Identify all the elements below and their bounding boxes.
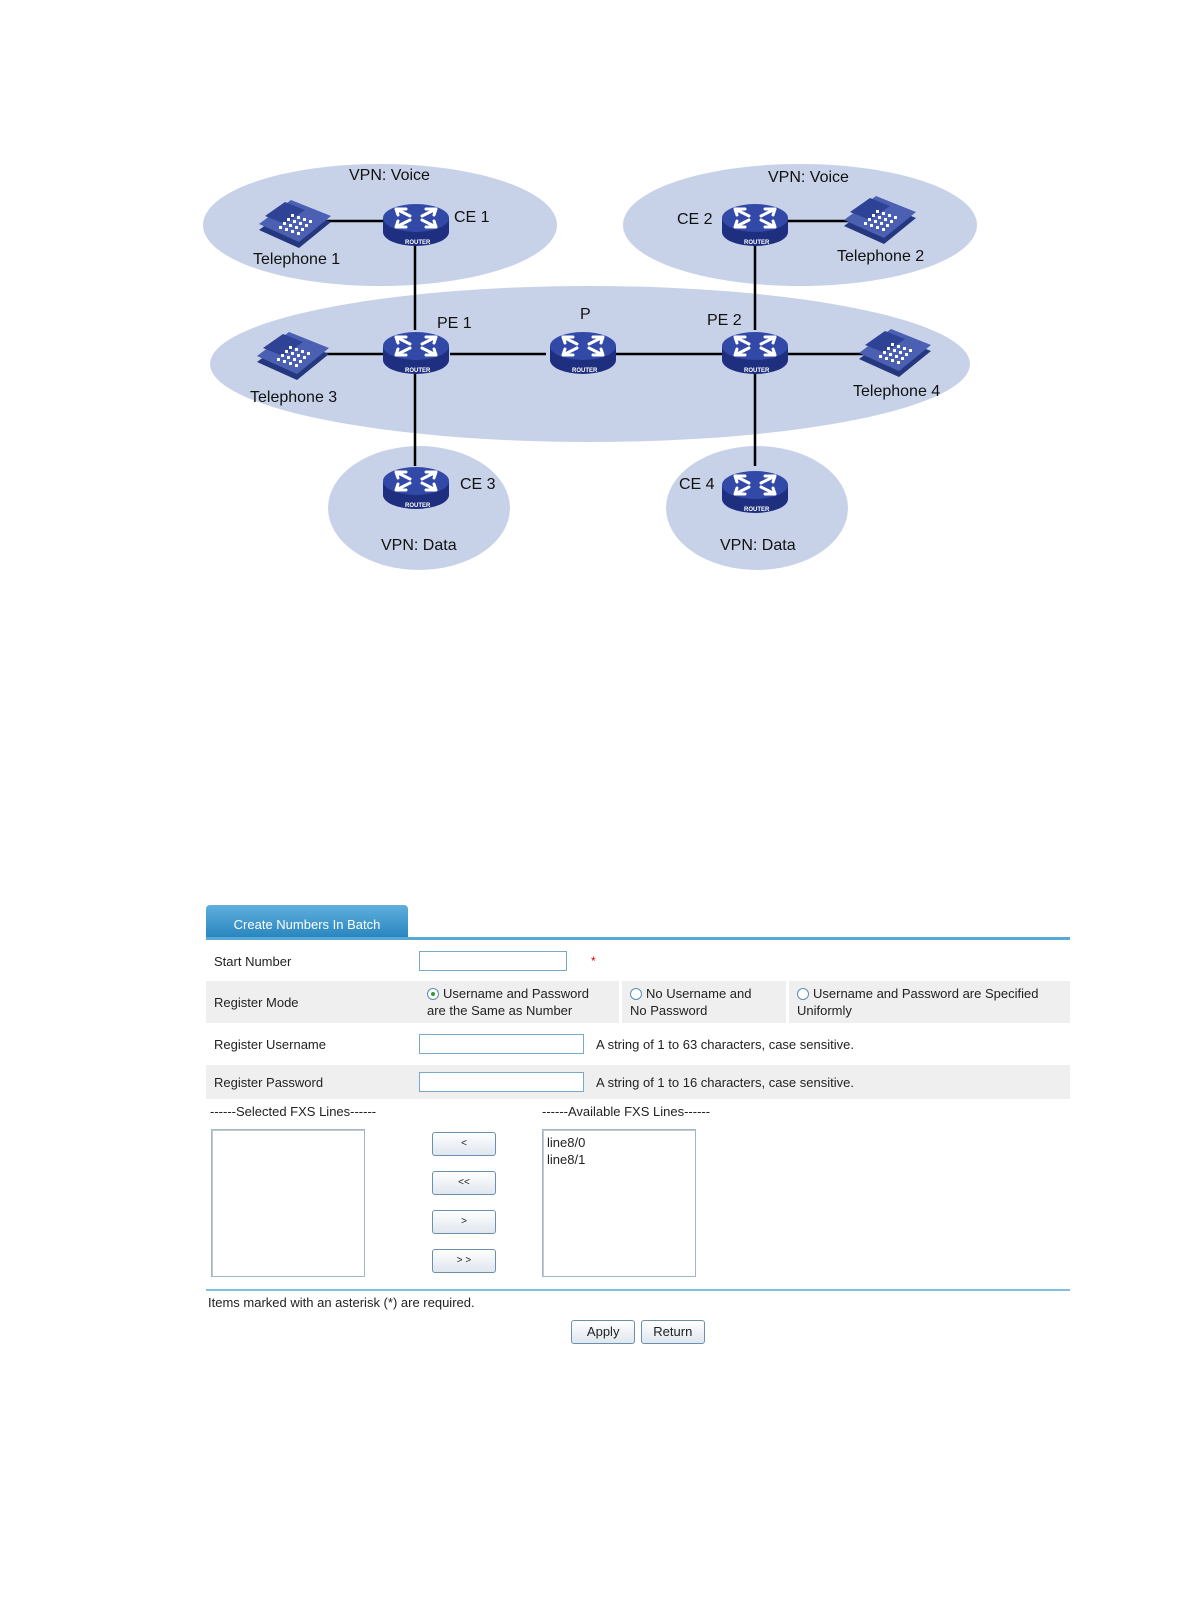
label-vpn-voice-right: VPN: Voice bbox=[768, 169, 849, 186]
label-ce4: CE 4 bbox=[679, 476, 715, 493]
start-number-label: Start Number bbox=[214, 953, 292, 969]
register-mode-option-same[interactable]: Username and Password are the Same as Nu… bbox=[419, 981, 619, 1023]
label-pe1: PE 1 bbox=[437, 315, 472, 332]
radio-unselected-icon[interactable] bbox=[630, 988, 642, 1000]
label-ce1: CE 1 bbox=[454, 209, 490, 226]
label-telephone-1: Telephone 1 bbox=[253, 251, 340, 268]
row-register-username: Register Username A string of 1 to 63 ch… bbox=[206, 1023, 1070, 1065]
router-pe1-icon: ROUTER bbox=[381, 330, 451, 376]
list-item[interactable]: line8/0 bbox=[547, 1135, 586, 1150]
svg-text:ROUTER: ROUTER bbox=[572, 368, 598, 374]
required-note: Items marked with an asterisk (*) are re… bbox=[208, 1295, 475, 1310]
svg-text:ROUTER: ROUTER bbox=[744, 507, 770, 513]
required-asterisk: * bbox=[591, 954, 596, 968]
label-ce2: CE 2 bbox=[677, 211, 713, 228]
register-username-hint: A string of 1 to 63 characters, case sen… bbox=[596, 1036, 854, 1052]
router-ce2-icon: ROUTER bbox=[720, 202, 790, 248]
svg-text:ROUTER: ROUTER bbox=[744, 368, 770, 374]
register-mode-option-uniform[interactable]: Username and Password are Specified Unif… bbox=[786, 981, 1070, 1023]
selected-lines-title: ------Selected FXS Lines------ bbox=[210, 1104, 377, 1119]
row-register-password: Register Password A string of 1 to 16 ch… bbox=[206, 1065, 1070, 1099]
router-ce4-icon: ROUTER bbox=[720, 469, 790, 515]
bottom-divider bbox=[206, 1289, 1070, 1291]
register-mode-option-none[interactable]: No Username and No Password bbox=[619, 981, 786, 1023]
label-p: P bbox=[580, 306, 591, 323]
option-same-line2: are the Same as Number bbox=[427, 1003, 573, 1018]
svg-text:ROUTER: ROUTER bbox=[405, 240, 431, 246]
label-telephone-4: Telephone 4 bbox=[853, 383, 940, 400]
register-username-input[interactable] bbox=[419, 1034, 584, 1054]
label-vpn-voice-left: VPN: Voice bbox=[349, 167, 430, 184]
available-lines-title: ------Available FXS Lines------ bbox=[542, 1104, 711, 1119]
start-number-input[interactable] bbox=[419, 951, 567, 971]
radio-unselected-icon[interactable] bbox=[797, 988, 809, 1000]
option-uniform-line1: Username and Password are Specified bbox=[813, 986, 1039, 1001]
cloud-vpn-voice-right bbox=[623, 164, 977, 286]
label-telephone-2: Telephone 2 bbox=[837, 248, 924, 265]
action-buttons: Apply Return bbox=[206, 1320, 1070, 1344]
label-vpn-data-right: VPN: Data bbox=[720, 537, 796, 554]
svg-text:ROUTER: ROUTER bbox=[405, 368, 431, 374]
label-pe2: PE 2 bbox=[707, 312, 742, 329]
register-mode-label: Register Mode bbox=[214, 994, 299, 1010]
move-all-right-button[interactable]: > > bbox=[432, 1249, 496, 1273]
row-register-mode: Register Mode Username and Password are … bbox=[206, 981, 1070, 1023]
router-ce3-icon: ROUTER bbox=[381, 465, 451, 511]
register-password-input[interactable] bbox=[419, 1072, 584, 1092]
return-button[interactable]: Return bbox=[640, 1320, 705, 1344]
row-start-number: Start Number * bbox=[206, 941, 1070, 981]
move-right-button[interactable]: > bbox=[432, 1210, 496, 1234]
label-telephone-3: Telephone 3 bbox=[250, 389, 337, 406]
tab-create-numbers-in-batch[interactable]: Create Numbers In Batch bbox=[206, 905, 408, 937]
network-diagram: ROUTER ROUTER ROUTER ROUTER ROUTER ROUTE… bbox=[203, 164, 977, 570]
list-item[interactable]: line8/1 bbox=[547, 1152, 586, 1167]
apply-button[interactable]: Apply bbox=[571, 1320, 636, 1344]
option-uniform-line2: Uniformly bbox=[797, 1003, 852, 1018]
create-numbers-panel: Create Numbers In Batch Start Number * R… bbox=[206, 905, 1070, 1344]
label-ce3: CE 3 bbox=[460, 476, 496, 493]
register-username-label: Register Username bbox=[214, 1036, 326, 1052]
move-left-button[interactable]: < bbox=[432, 1132, 496, 1156]
router-p-icon: ROUTER bbox=[548, 330, 618, 376]
available-lines-listbox[interactable]: line8/0 line8/1 bbox=[542, 1129, 696, 1277]
register-password-hint: A string of 1 to 16 characters, case sen… bbox=[596, 1074, 854, 1090]
svg-text:ROUTER: ROUTER bbox=[405, 503, 431, 509]
router-ce1-icon: ROUTER bbox=[381, 202, 451, 248]
router-pe2-icon: ROUTER bbox=[720, 330, 790, 376]
register-password-label: Register Password bbox=[214, 1074, 324, 1090]
selected-lines-listbox[interactable] bbox=[211, 1129, 365, 1277]
cloud-vpn-voice-left bbox=[203, 164, 557, 286]
option-none-line2: No Password bbox=[630, 1003, 708, 1018]
option-same-line1: Username and Password bbox=[443, 986, 589, 1001]
svg-text:ROUTER: ROUTER bbox=[744, 240, 770, 246]
radio-selected-icon[interactable] bbox=[427, 988, 439, 1000]
option-none-line1: No Username and bbox=[646, 986, 752, 1001]
tab-bar: Create Numbers In Batch bbox=[206, 905, 1070, 941]
fxs-lines-section: ------Selected FXS Lines------ ------Ava… bbox=[206, 1099, 1070, 1289]
tab-underline bbox=[206, 937, 1070, 940]
label-vpn-data-left: VPN: Data bbox=[381, 537, 457, 554]
move-all-left-button[interactable]: << bbox=[432, 1171, 496, 1195]
